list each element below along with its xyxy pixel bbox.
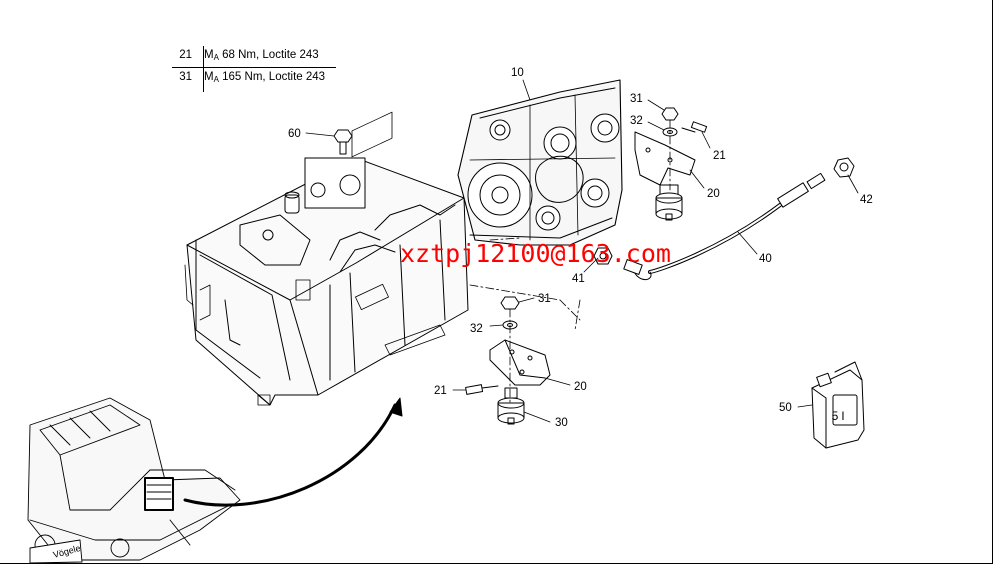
torque-row-position: 21 — [179, 49, 192, 61]
callout-32-upper: 32 — [630, 115, 643, 127]
tank-assembly-drawing — [184, 111, 469, 406]
leader-lines — [305, 79, 859, 423]
callout-42: 42 — [860, 194, 873, 206]
detail-arrow — [183, 397, 403, 507]
cap-42-drawing — [833, 157, 855, 178]
callout-10: 10 — [511, 67, 524, 79]
callout-20-lower: 20 — [574, 381, 587, 393]
paver-machine-thumbnail — [27, 397, 241, 564]
bolt-21-lower-drawing — [465, 384, 499, 395]
canister-label: 5 l — [832, 409, 845, 423]
table-vertical-line — [203, 46, 204, 92]
oil-canister-50-drawing — [811, 361, 865, 449]
callout-31-lower: 31 — [538, 293, 551, 305]
torque-row-position: 31 — [179, 71, 192, 83]
callout-31-upper: 31 — [630, 93, 643, 105]
hose-40-drawing — [623, 172, 826, 281]
callout-50: 50 — [779, 402, 792, 414]
torque-row-spec: MA 68 Nm, Loctite 243 — [204, 49, 319, 62]
fitting-41-drawing — [593, 247, 613, 265]
torque-row-spec: MA 165 Nm, Loctite 243 — [204, 71, 326, 84]
bracket-20-lower-drawing — [489, 339, 551, 386]
table-horizontal-line — [172, 67, 336, 68]
bracket-20-upper-drawing — [634, 131, 696, 221]
callout-21-upper: 21 — [713, 150, 726, 162]
callout-21-lower: 21 — [434, 385, 447, 397]
watermark-text: xztpj12100@163.com — [400, 239, 671, 268]
callout-60: 60 — [288, 128, 301, 140]
plug-60-drawing — [333, 129, 353, 155]
assembly-centerlines — [469, 119, 671, 406]
callout-40: 40 — [759, 253, 772, 265]
mount-30-drawing — [497, 387, 525, 425]
callout-20-upper: 20 — [707, 188, 720, 200]
callout-32-lower: 32 — [470, 323, 483, 335]
callout-41: 41 — [572, 273, 585, 285]
housing-part-10-drawing — [457, 79, 623, 246]
callout-30: 30 — [555, 417, 568, 429]
hardware-lower-drawing — [500, 296, 520, 330]
hardware-upper-drawing — [661, 107, 708, 137]
